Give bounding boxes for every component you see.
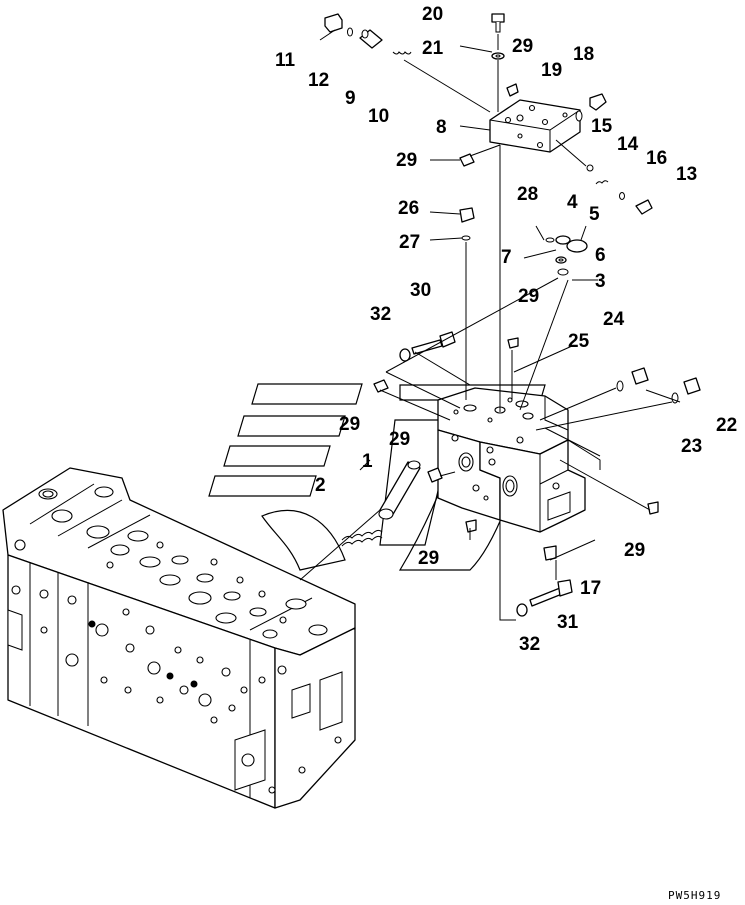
callout-17: 17 (580, 578, 601, 599)
plug-part-17 (543, 545, 557, 561)
assembly-leader-lines (299, 29, 681, 621)
washer-part-21 (491, 52, 505, 60)
plug-part-29-top (506, 83, 519, 97)
poppet-parts-4-5-6-28 (545, 235, 588, 264)
plug-part-13 (635, 199, 653, 215)
o-ring-part-25 (616, 380, 624, 392)
callout-29-e: 29 (389, 429, 410, 450)
callout-5: 5 (589, 204, 600, 225)
callout-24: 24 (603, 309, 625, 330)
upper-block-part-8 (489, 99, 581, 153)
callout-14: 14 (617, 134, 639, 155)
plug-part-11 (324, 13, 343, 33)
o-ring-part-3 (557, 268, 569, 276)
spring-part-10 (392, 51, 412, 55)
callout-29-top: 29 (512, 36, 533, 57)
callout-11: 11 (275, 50, 296, 71)
callout-27: 27 (399, 232, 420, 253)
o-ring-part-15 (586, 164, 594, 172)
callout-2: 2 (315, 475, 326, 496)
callout-6: 6 (595, 245, 606, 266)
callout-7: 7 (501, 247, 512, 268)
callout-12: 12 (308, 70, 329, 91)
callout-21: 21 (422, 38, 444, 59)
callout-18: 18 (573, 44, 594, 65)
o-ring-part-12 (347, 27, 353, 37)
callout-29-d: 29 (339, 414, 360, 435)
spring-part-14 (595, 180, 609, 185)
callout-15: 15 (591, 116, 613, 137)
callout-1: 1 (362, 451, 373, 472)
plug-part-29-c (507, 337, 519, 349)
callout-3: 3 (595, 271, 606, 292)
callout-29-c: 29 (518, 286, 539, 307)
callout-13: 13 (676, 164, 697, 185)
callout-31: 31 (557, 612, 579, 633)
o-ring-part-16 (619, 192, 625, 200)
callout-26: 26 (398, 198, 419, 219)
callout-20: 20 (422, 4, 443, 25)
plug-part-29-f (465, 519, 477, 533)
bolt-part-20 (491, 13, 505, 33)
plug-part-29-b (459, 153, 475, 167)
drawing-code: PW5H919 (668, 889, 721, 902)
callout-labels: 20 11 12 9 10 21 29 18 19 8 15 14 29 16 … (275, 4, 737, 655)
section-valve-assembly (437, 387, 601, 533)
plug-part-29-e (427, 467, 443, 483)
valve-body-top-ports (38, 486, 328, 639)
callout-32-bottom: 32 (519, 634, 540, 655)
o-ring-part-19 (575, 110, 583, 122)
callout-4: 4 (567, 192, 578, 213)
callout-22: 22 (716, 415, 737, 436)
callout-8: 8 (436, 117, 447, 138)
callout-28: 28 (517, 184, 538, 205)
plug-part-26 (459, 207, 475, 223)
plug-part-29-d (373, 379, 389, 393)
callout-29-b: 29 (396, 150, 417, 171)
callout-16: 16 (646, 148, 667, 169)
callout-10: 10 (368, 106, 389, 127)
callout-25: 25 (568, 331, 590, 352)
valve-body-front-ports (11, 539, 342, 794)
callout-32-top: 32 (370, 304, 391, 325)
callout-29-g: 29 (624, 540, 645, 561)
callout-30: 30 (410, 280, 431, 301)
plug-part-29-g (647, 501, 659, 515)
callout-9: 9 (345, 88, 356, 109)
plug-part-22 (683, 377, 701, 395)
washer-part-32-top (399, 348, 411, 362)
callout-19: 19 (541, 60, 562, 81)
callout-29-f: 29 (418, 548, 439, 569)
bolt-part-30 (411, 331, 456, 355)
plug-part-24 (631, 367, 649, 385)
spool-part-1 (378, 460, 421, 520)
plug-part-18 (589, 93, 607, 111)
o-ring-part-27 (461, 235, 471, 241)
callout-23: 23 (681, 436, 702, 457)
washer-part-32-bottom (516, 603, 528, 617)
bolt-part-31 (529, 579, 573, 607)
piston-part-9 (359, 29, 383, 49)
